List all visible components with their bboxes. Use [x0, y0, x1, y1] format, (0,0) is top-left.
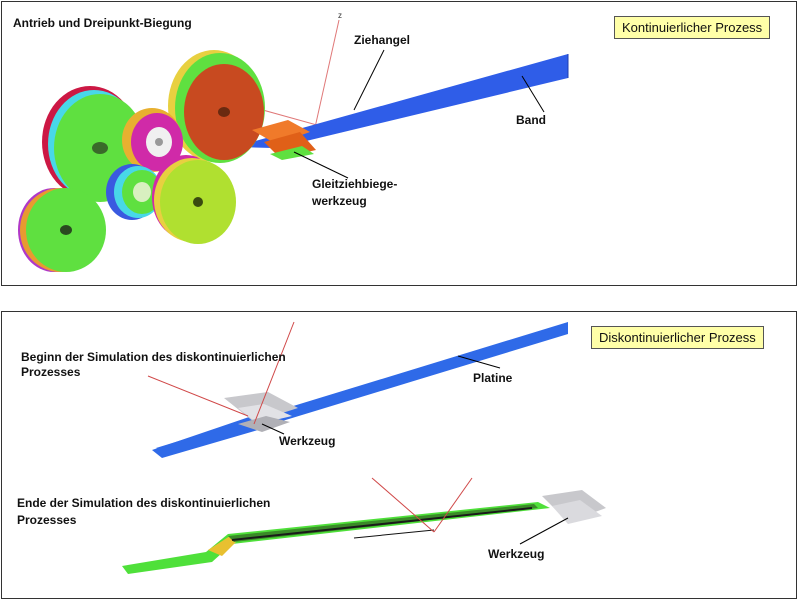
- blank-deformed: [122, 502, 550, 574]
- leader-tool: [293, 151, 349, 179]
- force-line-start-a: [253, 321, 295, 425]
- continuous-process-illustration: [18, 19, 569, 272]
- end-simulation-line2: Prozesses: [17, 513, 77, 527]
- discontinuous-process-panel: Diskontinuierlicher Prozess Beginn der S…: [1, 311, 797, 599]
- force-line-end-b: [433, 477, 473, 533]
- roller-front-right: [152, 155, 236, 244]
- discontinuous-process-illustration: [122, 321, 606, 574]
- force-line-end-a: [371, 477, 435, 533]
- force-line-start-b: [147, 375, 249, 417]
- continuous-panel-title: Antrieb und Dreipunkt-Biegung: [13, 16, 192, 30]
- band-strip: [234, 54, 568, 148]
- axis-z-line: [313, 19, 340, 133]
- roller-middle-small: [106, 164, 162, 220]
- begin-simulation-line1: Beginn der Simulation des diskontinuierl…: [21, 350, 286, 364]
- tool-end: [542, 490, 606, 524]
- axis-z-label: z: [338, 11, 342, 20]
- tool-label-line2: werkzeug: [312, 194, 367, 208]
- leader-platine: [457, 355, 501, 369]
- band-label: Band: [516, 113, 546, 127]
- leader-band: [521, 75, 545, 113]
- leader-tool-start: [261, 423, 285, 435]
- roller-back-right: [168, 50, 265, 163]
- continuous-process-badge: Kontinuierlicher Prozess: [614, 16, 771, 39]
- platine-label: Platine: [473, 371, 513, 385]
- begin-simulation-line2: Prozesses: [21, 365, 81, 379]
- tool-label-line1: Gleitziehbiege-: [312, 177, 398, 191]
- tool-end-label: Werkzeug: [488, 547, 545, 561]
- leader-tool-end: [519, 517, 569, 545]
- continuous-process-panel: Antrieb und Dreipunkt-Biegung z Kontinui…: [1, 1, 797, 286]
- sliding-bending-tool: [252, 120, 316, 160]
- discontinuous-process-badge: Diskontinuierlicher Prozess: [591, 326, 764, 349]
- tool-start-label: Werkzeug: [279, 434, 336, 448]
- roller-middle-magenta: [122, 108, 183, 172]
- roller-front-left: [18, 188, 106, 272]
- blank-strip-near: [152, 416, 258, 458]
- end-simulation-line1: Ende der Simulation des diskontinuierlic…: [17, 496, 271, 510]
- ziehangel-label: Ziehangel: [354, 33, 411, 47]
- leader-ziehangel: [353, 49, 385, 111]
